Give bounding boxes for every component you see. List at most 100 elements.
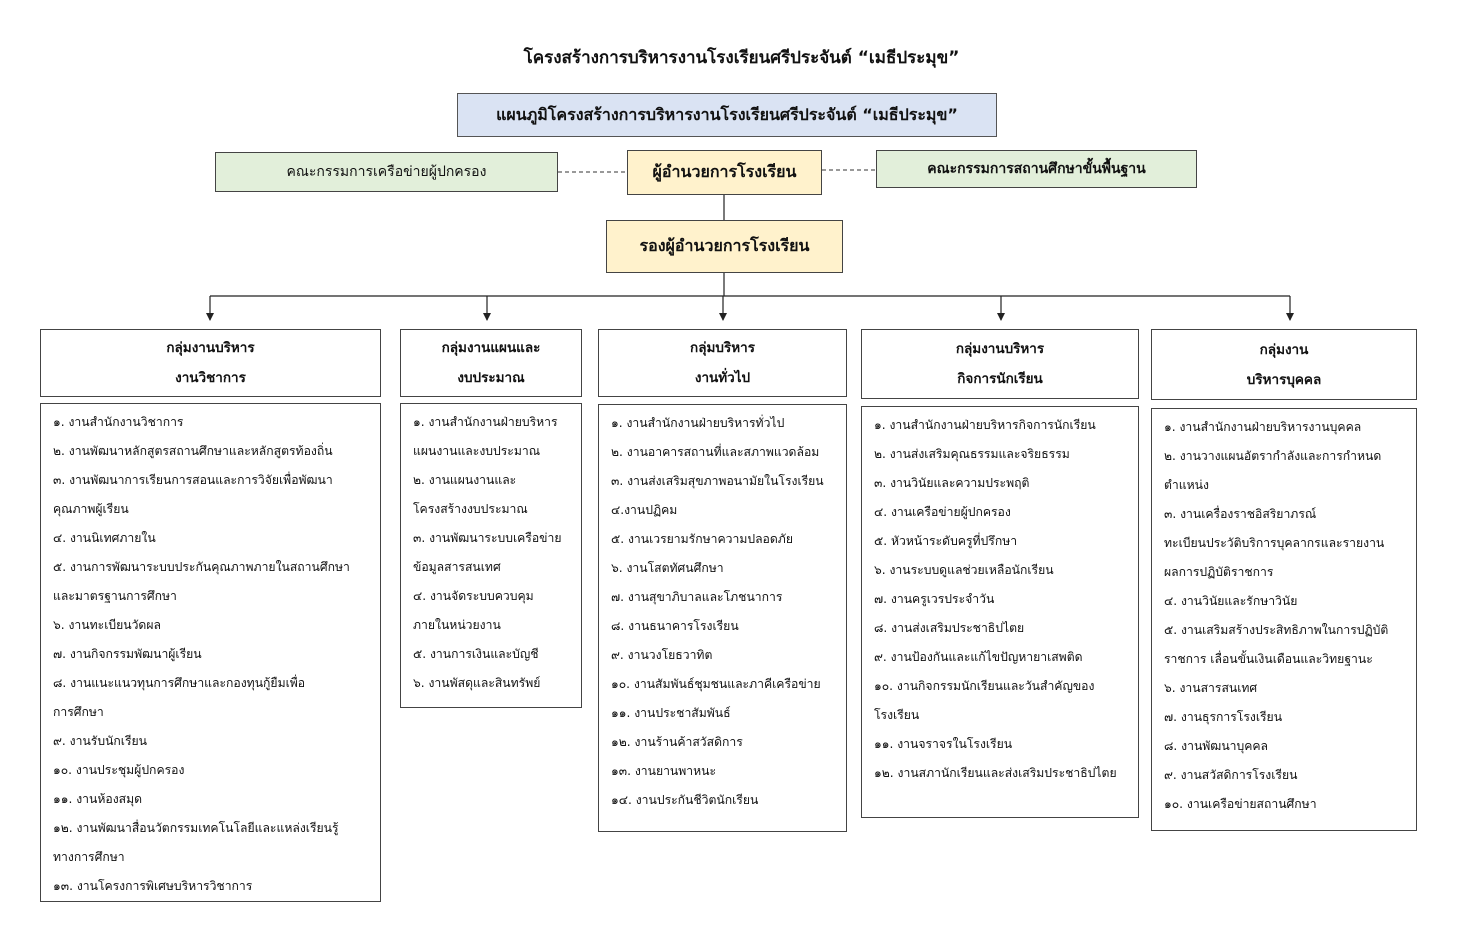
dept-title-line2: งานทั่วไป (694, 370, 751, 386)
task-item: ๙. งานวงโยธวาทิต (611, 648, 713, 662)
task-item: ๑๐. งานประชุมผู้ปกครอง (53, 763, 185, 777)
task-item: ๑๐. งานสัมพันธ์ชุมชนและภาคีเครือข่าย (611, 677, 821, 691)
task-item: ๕. งานการพัฒนาระบบประกันคุณภาพภายในสถานศ… (53, 560, 350, 574)
dept-title-line1: กลุ่มงานบริหาร (955, 341, 1045, 357)
task-item: ๒. งานวางแผนอัตรากำลังและการกำหนด (1164, 449, 1382, 463)
dept-title-line2: งานวิชาการ (175, 370, 246, 386)
dept-title-line1: กลุ่มงานแผนและ (441, 340, 541, 356)
task-item: ๗. งานธุรการโรงเรียน (1164, 710, 1283, 724)
task-item: ๖. งานทะเบียนวัดผล (53, 618, 161, 632)
parent-network-committee-box: คณะกรรมการเครือข่ายผู้ปกครอง (215, 152, 558, 192)
task-item: ๑. งานสำนักงานฝ่ายบริหารทั่วไป (611, 416, 785, 430)
task-item: ราชการ เลื่อนขั้นเงินเดือนและวิทยฐานะ (1164, 652, 1373, 666)
task-item: ๔. งานจัดระบบควบคุม (413, 589, 534, 603)
task-item: ๔.งานปฏิคม (611, 503, 678, 517)
task-item: ๑๒. งานสภานักเรียนและส่งเสริมประชาธิปไตย (874, 766, 1117, 780)
deputy-director-label: รองผู้อำนวยการโรงเรียน (639, 236, 810, 255)
task-item: การศึกษา (53, 705, 104, 719)
task-item: ๒. งานพัฒนาหลักสูตรสถานศึกษาและหลักสูตรท… (53, 444, 333, 458)
task-item: ๓. งานพัฒนาระบบเครือข่าย (413, 531, 562, 545)
task-item: ๕. งานเสริมสร้างประสิทธิภาพในการปฏิบัติ (1164, 623, 1389, 637)
dept-personnel-task-list: ๑. งานสำนักงานฝ่ายบริหารงานบุคคล๒. งานวา… (1151, 408, 1417, 831)
task-item: ๑๐. งานเครือข่ายสถานศึกษา (1164, 797, 1317, 811)
dept-budget-header: กลุ่มงานแผนและ งบประมาณ (400, 329, 582, 397)
dept-title-line1: กลุ่มงาน (1259, 341, 1309, 358)
dept-general-task-list: ๑. งานสำนักงานฝ่ายบริหารทั่วไป๒. งานอาคา… (598, 404, 847, 832)
task-item: ๘. งานส่งเสริมประชาธิปไตย (874, 621, 1025, 635)
task-item: ข้อมูลสารสนเทศ (413, 560, 501, 574)
dept-student-affairs-header: กลุ่มงานบริหาร กิจการนักเรียน (861, 329, 1139, 399)
dept-student-affairs-task-list: ๑. งานสำนักงานฝ่ายบริหารกิจการนักเรียน๒.… (861, 406, 1139, 818)
task-item: โครงสร้างงบประมาณ (413, 502, 528, 516)
task-item: ๘. งานแนะแนวทุนการศึกษาและกองทุนกู้ยืมเพ… (53, 676, 306, 690)
task-item: ผลการปฏิบัติราชการ (1164, 565, 1274, 579)
task-item: ๑. งานสำนักงานฝ่ายบริหารกิจการนักเรียน (874, 418, 1096, 432)
basic-education-board-box: คณะกรรมการสถานศึกษาขั้นพื้นฐาน (876, 150, 1197, 188)
task-item: ทางการศึกษา (53, 850, 125, 864)
dept-title-line2: งบประมาณ (457, 370, 525, 386)
dept-academic-task-list: ๑. งานสำนักงานวิชาการ๒. งานพัฒนาหลักสูตร… (40, 403, 381, 902)
task-item: ๗. งานครูเวรประจำวัน (874, 592, 995, 606)
task-item: โรงเรียน (874, 708, 920, 722)
task-item: ๕. งานการเงินและบัญชี (413, 647, 539, 661)
task-item: ๖. งานพัสดุและสินทรัพย์ (413, 676, 541, 690)
task-item: ๘. งานธนาคารโรงเรียน (611, 619, 739, 633)
task-item: ๖. งานระบบดูแลช่วยเหลือนักเรียน (874, 563, 1054, 577)
task-item: ๓. งานพัฒนาการเรียนการสอนและการวิจัยเพื่… (53, 473, 333, 487)
task-item: ๓. งานวินัยและความประพฤติ (874, 476, 1030, 490)
task-item: ๑. งานสำนักงานฝ่ายบริหารงานบุคคล (1164, 420, 1362, 434)
task-item: คุณภาพผู้เรียน (53, 502, 129, 516)
task-item: ๑๑. งานประชาสัมพันธ์ (611, 706, 731, 720)
parent-network-committee-label: คณะกรรมการเครือข่ายผู้ปกครอง (286, 164, 487, 180)
page-title: โครงสร้างการบริหารงานโรงเรียนศรีประจันต์… (523, 48, 960, 68)
dept-academic-header: กลุ่มงานบริหาร งานวิชาการ (40, 329, 381, 397)
task-item: ๑๓. งานยานพาหนะ (611, 764, 717, 778)
task-item: ๕. หัวหน้าระดับครูที่ปรึกษา (874, 534, 1018, 548)
task-item: ทะเบียนประวัติบริการบุคลากรและรายงาน (1164, 536, 1385, 550)
task-item: ๓. งานส่งเสริมสุขภาพอนามัยในโรงเรียน (611, 474, 824, 488)
task-item: ๒. งานส่งเสริมคุณธรรมและจริยธรรม (874, 447, 1070, 461)
task-item: ๑๑. งานจราจรในโรงเรียน (874, 737, 1013, 751)
task-item: ๔. งานเครือข่ายผู้ปกครอง (874, 505, 1011, 519)
task-item: ๙. งานสวัสดิการโรงเรียน (1164, 768, 1298, 782)
task-item: ๑๓. งานโครงการพิเศษบริหารวิชาการ (53, 879, 253, 893)
task-item: ๗. งานกิจกรรมพัฒนาผู้เรียน (53, 647, 202, 661)
task-item: ๕. งานเวรยามรักษาความปลอดภัย (611, 532, 793, 546)
task-item: ๙. งานป้องกันและแก้ไขปัญหายาเสพติด (874, 650, 1083, 664)
task-item: ๑๐. งานกิจกรรมนักเรียนและวันสำคัญของ (874, 679, 1095, 693)
task-item: ๗. งานสุขาภิบาลและโภชนาการ (611, 590, 783, 604)
task-item: ๖. งานสารสนเทศ (1164, 681, 1258, 695)
deputy-director-box: รองผู้อำนวยการโรงเรียน (606, 220, 843, 273)
director-box: ผู้อำนวยการโรงเรียน (627, 150, 822, 195)
task-item: ภายในหน่วยงาน (413, 618, 501, 632)
task-item: ๖. งานโสตทัศนศึกษา (611, 561, 724, 575)
task-item: ๙. งานรับนักเรียน (53, 734, 147, 748)
task-item: ๓. งานเครื่องราชอิสริยาภรณ์ (1164, 507, 1317, 521)
dept-title-line1: กลุ่มงานบริหาร (166, 340, 255, 356)
task-item: ๔. งานนิเทศภายใน (53, 531, 156, 545)
task-item: ๑๑. งานห้องสมุด (53, 792, 143, 806)
task-item: ๔. งานวินัยและรักษาวินัย (1164, 594, 1298, 608)
task-item: ๒. งานแผนงานและ (413, 473, 517, 487)
task-item: ๑๒. งานร้านค้าสวัสดิการ (611, 735, 743, 749)
diagram-title: แผนภูมิโครงสร้างการบริหารงานโรงเรียนศรีป… (496, 104, 958, 124)
dept-general-header: กลุ่มบริหาร งานทั่วไป (598, 329, 847, 397)
dept-budget-task-list: ๑. งานสำนักงานฝ่ายบริหารแผนงานและงบประมา… (400, 403, 582, 708)
task-item: และมาตรฐานการศึกษา (53, 589, 177, 603)
basic-education-board-label: คณะกรรมการสถานศึกษาขั้นพื้นฐาน (927, 161, 1146, 177)
diagram-title-box: แผนภูมิโครงสร้างการบริหารงานโรงเรียนศรีป… (457, 93, 997, 137)
director-label: ผู้อำนวยการโรงเรียน (652, 162, 797, 181)
task-item: ๑. งานสำนักงานวิชาการ (53, 415, 184, 429)
task-item: ๒. งานอาคารสถานที่และสภาพแวดล้อม (611, 445, 820, 459)
task-item: ตำแหน่ง (1164, 478, 1209, 492)
task-item: ๑๒. งานพัฒนาสื่อนวัตกรรมเทคโนโลยีและแหล่… (53, 821, 339, 835)
task-item: แผนงานและงบประมาณ (413, 444, 541, 458)
task-item: ๘. งานพัฒนาบุคคล (1164, 739, 1269, 753)
dept-title-line2: กิจการนักเรียน (957, 371, 1043, 387)
dept-personnel-header: กลุ่มงาน บริหารบุคคล (1151, 329, 1417, 400)
dept-title-line1: กลุ่มบริหาร (690, 340, 755, 356)
task-item: ๑๔. งานประกันชีวิตนักเรียน (611, 793, 759, 807)
task-item: ๑. งานสำนักงานฝ่ายบริหาร (413, 415, 558, 429)
dept-title-line2: บริหารบุคคล (1246, 371, 1322, 388)
